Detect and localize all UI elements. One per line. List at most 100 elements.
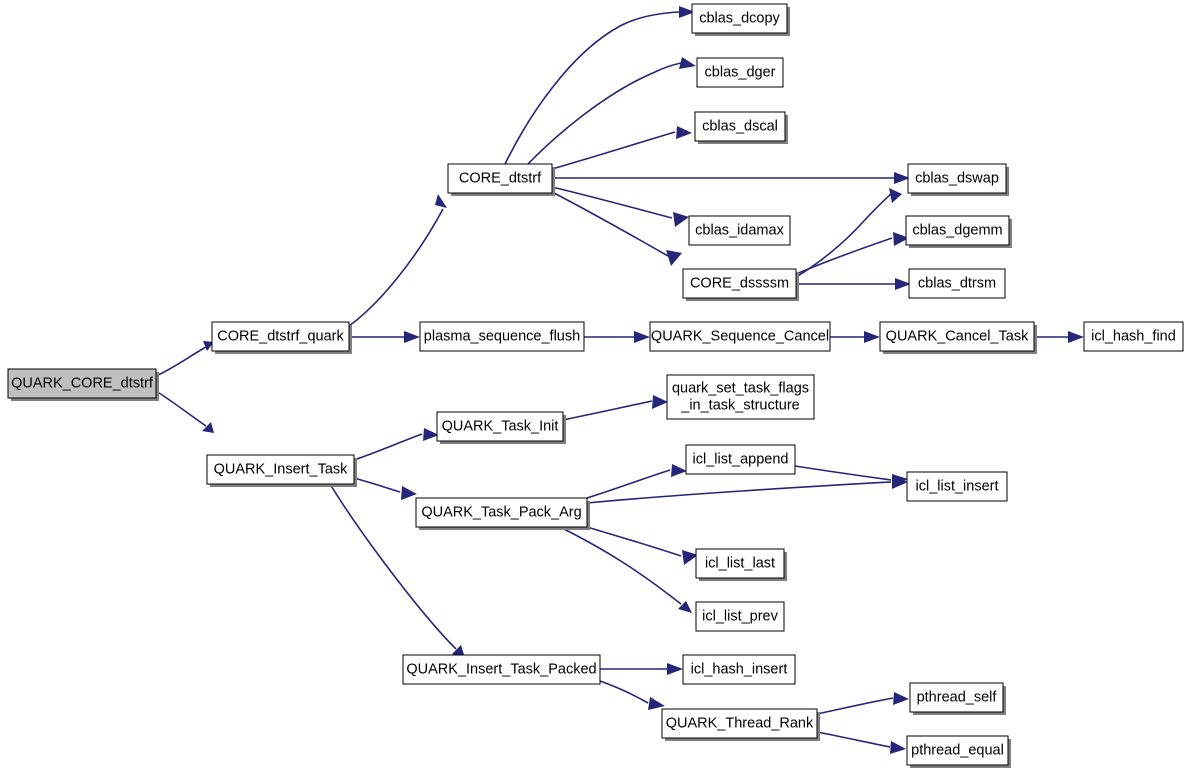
node-pthread_equal[interactable]: pthread_equal	[906, 735, 1011, 768]
node-icl_list_prev[interactable]: icl_list_prev	[695, 601, 785, 632]
node-rect[interactable]	[447, 163, 553, 194]
node-icl_list_last[interactable]: icl_list_last	[695, 548, 787, 581]
edge-line	[504, 11, 680, 165]
node-icl_list_append[interactable]: icl_list_append	[685, 444, 796, 475]
node-quark_cancel_task[interactable]: QUARK_Cancel_Task	[879, 321, 1037, 354]
edge-core_dtstrf_quark-to-plasma_sequence_flush	[349, 331, 420, 343]
arrowhead-icon	[202, 422, 214, 433]
node-rect[interactable]	[649, 321, 831, 352]
node-pthread_self[interactable]: pthread_self	[909, 682, 1006, 715]
arrowhead-icon	[676, 126, 692, 139]
node-quark_core_dtstrf[interactable]: QUARK_CORE_dtstrf	[7, 368, 159, 401]
node-plasma_sequence_flush[interactable]: plasma_sequence_flush	[419, 321, 585, 352]
edge-line	[586, 481, 892, 504]
node-quark_task_pack_arg[interactable]: QUARK_Task_Pack_Arg	[415, 497, 590, 530]
node-rect[interactable]	[682, 268, 797, 299]
node-label: QUARK_Thread_Rank	[666, 715, 814, 731]
node-rect[interactable]	[696, 57, 784, 88]
node-quark_sequence_cancel[interactable]: QUARK_Sequence_Cancel	[649, 321, 831, 352]
node-rect[interactable]	[211, 321, 350, 352]
arrowhead-icon	[404, 331, 420, 343]
node-label: _in_task_structure	[680, 397, 799, 413]
node-rect[interactable]	[7, 368, 157, 399]
node-label: pthread_equal	[911, 742, 1004, 758]
node-rect[interactable]	[906, 471, 1008, 502]
node-icl_hash_insert[interactable]: icl_hash_insert	[682, 654, 796, 685]
node-icl_hash_find[interactable]: icl_hash_find	[1083, 321, 1184, 352]
node-rect[interactable]	[206, 454, 355, 485]
edge-core_dtstrf_quark-to-core_dtstrf	[348, 194, 447, 327]
node-icl_list_insert[interactable]: icl_list_insert	[906, 471, 1008, 502]
node-rect[interactable]	[415, 497, 588, 528]
edge-core_dtstrf-to-cblas_dswap	[552, 172, 910, 184]
edge-quark_cancel_task-to-icl_hash_find	[1034, 331, 1084, 343]
node-label: cblas_idamax	[695, 222, 784, 238]
edge-line	[155, 390, 207, 427]
node-rect[interactable]	[436, 411, 564, 442]
node-rect[interactable]	[682, 654, 796, 685]
arrowhead-icon	[682, 550, 698, 565]
edge-line	[353, 433, 423, 461]
node-rect[interactable]	[691, 3, 788, 34]
node-rect[interactable]	[685, 444, 796, 475]
node-cblas_dger[interactable]: cblas_dger	[696, 57, 784, 88]
node-quark_insert_task_packed[interactable]: QUARK_Insert_Task_Packed	[402, 654, 601, 685]
node-quark_insert_task[interactable]: QUARK_Insert_Task	[206, 454, 357, 487]
edge-quark_thread_rank-to-pthread_equal	[816, 731, 906, 754]
node-rect[interactable]	[666, 374, 815, 420]
node-rect[interactable]	[688, 215, 791, 246]
node-rect[interactable]	[907, 163, 1007, 194]
node-label: CORE_dtstrf	[459, 170, 542, 186]
edge-line	[795, 192, 893, 278]
arrowhead-icon	[203, 341, 214, 351]
node-rect[interactable]	[402, 654, 601, 685]
node-label: QUARK_Sequence_Cancel	[651, 328, 829, 344]
node-rect[interactable]	[1083, 321, 1184, 352]
node-core_dtstrf_quark[interactable]: CORE_dtstrf_quark	[211, 321, 352, 354]
node-rect[interactable]	[695, 601, 785, 632]
node-quark_thread_rank[interactable]: QUARK_Thread_Rank	[661, 708, 820, 741]
node-label: cblas_dswap	[915, 170, 999, 186]
edge-core_dtstrf-to-core_dsssssm	[551, 191, 682, 266]
node-rect[interactable]	[661, 708, 818, 739]
node-rect[interactable]	[879, 321, 1035, 352]
node-label: QUARK_Task_Init	[442, 418, 559, 434]
edge-line	[795, 237, 893, 275]
edge-line	[348, 208, 444, 327]
node-cblas_dswap[interactable]: cblas_dswap	[907, 163, 1009, 196]
node-label: cblas_dcopy	[699, 10, 780, 26]
node-core_dtstrf[interactable]: CORE_dtstrf	[447, 163, 555, 196]
node-label: icl_hash_insert	[691, 661, 788, 677]
node-label: icl_list_insert	[916, 478, 999, 494]
node-rect[interactable]	[906, 735, 1009, 766]
node-cblas_dcopy[interactable]: cblas_dcopy	[691, 3, 790, 36]
arrowhead-icon	[1068, 331, 1084, 343]
node-quark_task_init[interactable]: QUARK_Task_Init	[436, 411, 566, 444]
edge-line	[559, 526, 682, 605]
node-rect[interactable]	[908, 268, 1006, 299]
node-quark_set_task_flags[interactable]: quark_set_task_flags_in_task_structure	[666, 374, 815, 420]
node-cblas_idamax[interactable]: cblas_idamax	[688, 215, 791, 246]
edge-quark_task_init-to-quark_set_task_flags	[562, 395, 668, 421]
node-label: quark_set_task_flags	[672, 380, 809, 396]
node-cblas_dscal[interactable]: cblas_dscal	[694, 111, 788, 144]
node-cblas_dtrsm[interactable]: cblas_dtrsm	[908, 268, 1006, 299]
edge-core_dsssssm-to-cblas_dswap	[795, 188, 902, 278]
arrowhead-icon	[401, 486, 417, 500]
node-rect[interactable]	[695, 548, 785, 579]
node-label: icl_list_prev	[702, 608, 778, 624]
arrowhead-icon	[679, 57, 696, 69]
arrowhead-icon	[648, 697, 665, 710]
edge-quark_task_pack_arg-to-icl_list_insert	[586, 476, 908, 504]
node-rect[interactable]	[905, 215, 1010, 246]
node-rect[interactable]	[419, 321, 585, 352]
node-rect[interactable]	[909, 682, 1004, 713]
arrowhead-icon	[652, 395, 668, 409]
node-rect[interactable]	[694, 111, 786, 142]
node-label: CORE_dssssm	[690, 275, 789, 291]
node-core_dsssssm[interactable]: CORE_dssssm	[682, 268, 799, 301]
arrowhead-icon	[435, 194, 447, 208]
node-cblas_dgemm[interactable]: cblas_dgemm	[905, 215, 1012, 248]
